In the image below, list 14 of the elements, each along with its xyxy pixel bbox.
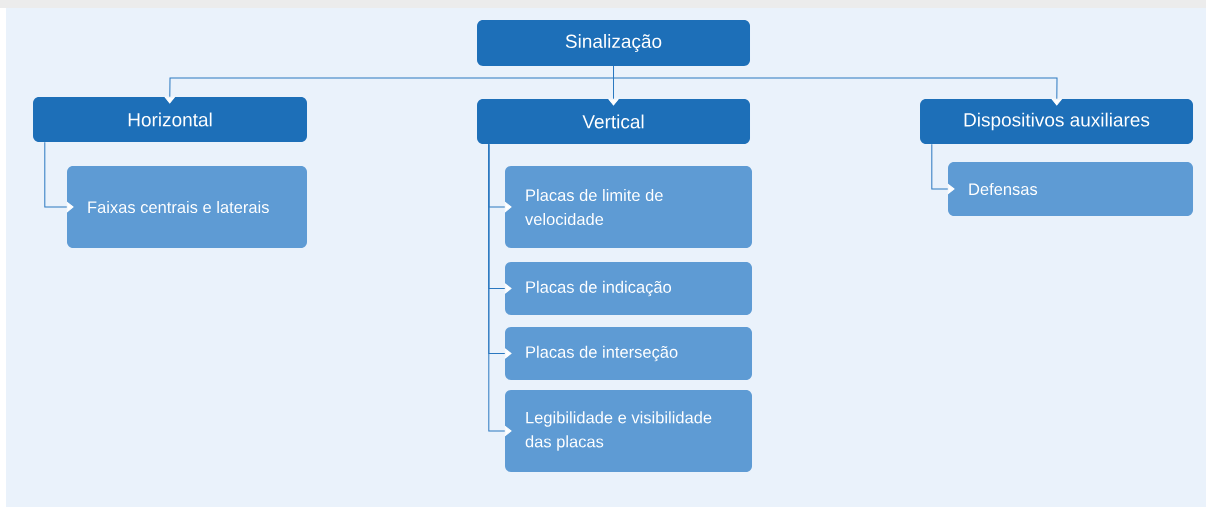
category-box: Horizontal	[33, 97, 307, 142]
item-box: Placas de indicação	[505, 262, 752, 315]
item-box: Placas de interseção	[505, 327, 752, 380]
item-box: Placas de limite de velocidade	[505, 166, 752, 248]
item-box: Legibilidade e visibilidade das placas	[505, 390, 752, 472]
category-box: Vertical	[477, 99, 750, 144]
category-box: Dispositivos auxiliares	[920, 99, 1193, 144]
arrow	[613, 65, 1062, 106]
arrow	[488, 143, 512, 437]
arrow	[931, 143, 955, 195]
item-box: Defensas	[948, 162, 1193, 216]
category-box: Sinalização	[477, 20, 750, 66]
arrow	[44, 141, 74, 213]
item-box: Faixas centrais e laterais	[67, 166, 307, 248]
